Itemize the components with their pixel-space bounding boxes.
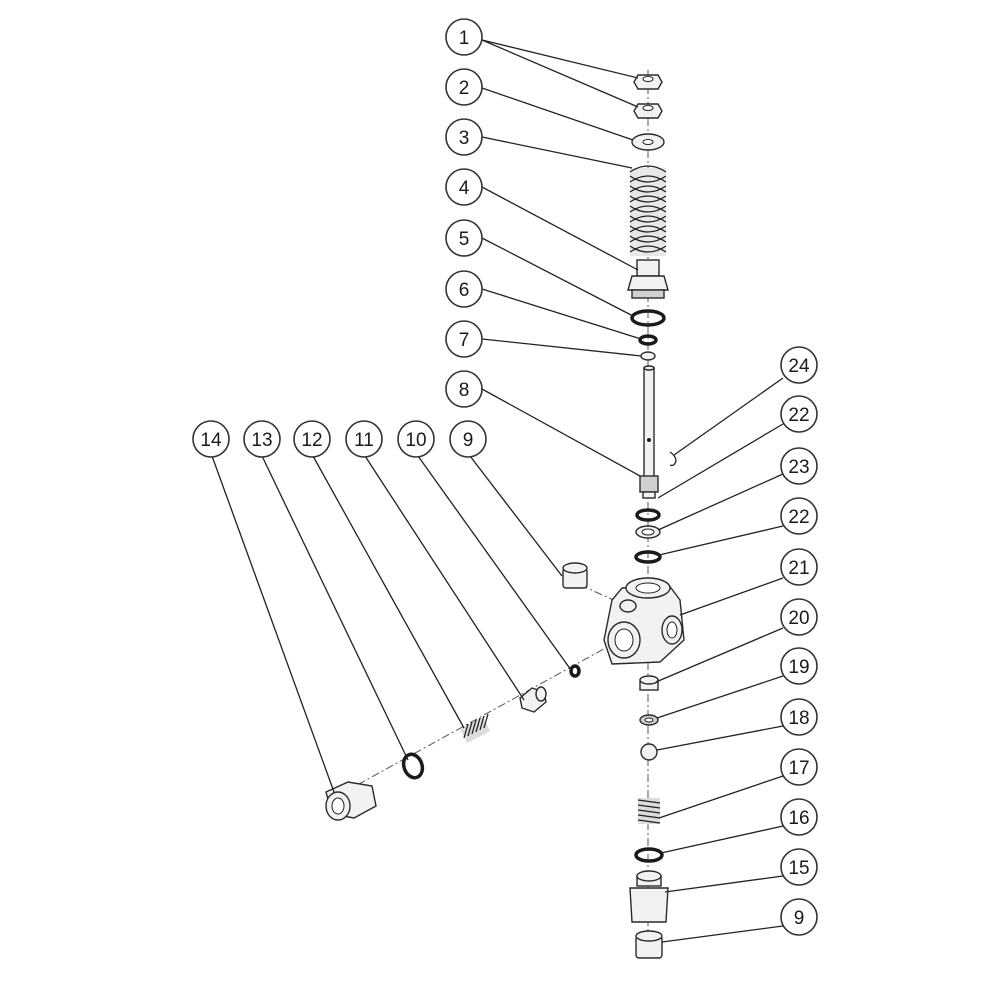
part-washer-lower [639,714,659,726]
svg-text:20: 20 [788,608,809,629]
callout-8: 8 [445,370,483,408]
svg-text:22: 22 [788,507,809,528]
part-ball [640,743,658,761]
svg-text:21: 21 [788,558,809,579]
part-seal [640,351,656,361]
part-spring [629,165,667,256]
callout-3: 3 [445,118,483,156]
callout-13: 13 [243,420,281,458]
svg-text:2: 2 [459,78,470,99]
callout-12: 12 [293,420,331,458]
part-spring-lower [637,798,661,824]
callout-22-lower: 22 [780,497,818,535]
part-small-o-ring [569,664,581,678]
callout-21: 21 [780,548,818,586]
callout-16: 16 [780,798,818,836]
part-adjusting-body [627,259,669,299]
callout-7: 7 [445,320,483,358]
part-o-ring-lower [634,847,664,863]
svg-text:22: 22 [788,405,809,426]
part-valve-body [603,577,685,665]
part-sleeve-left [562,562,588,589]
part-valve-spring [459,713,491,744]
part-backup-ring-lower [634,550,662,564]
callout-14: 14 [192,420,230,458]
svg-text:17: 17 [788,758,809,779]
callout-20: 20 [780,598,818,636]
svg-text:19: 19 [788,657,809,678]
svg-text:11: 11 [354,430,374,451]
svg-text:10: 10 [405,430,426,451]
center-axes [329,70,649,960]
svg-text:1: 1 [459,28,470,49]
svg-text:6: 6 [459,280,470,301]
callout-1: 1 [445,18,483,56]
callout-5: 5 [445,219,483,257]
svg-text:16: 16 [788,808,809,829]
callout-23: 23 [780,447,818,485]
part-small-ring [638,334,658,346]
svg-text:13: 13 [251,430,272,451]
part-o-ring [630,309,666,327]
svg-text:4: 4 [459,178,470,199]
svg-text:12: 12 [301,430,322,451]
svg-text:5: 5 [459,229,470,250]
part-o-ring-left [401,752,425,780]
svg-text:9: 9 [794,908,805,929]
svg-text:15: 15 [788,858,809,879]
callout-9-lower: 9 [780,898,818,936]
svg-text:9: 9 [463,430,474,451]
callout-24: 24 [780,346,818,384]
callout-6: 6 [445,270,483,308]
svg-text:8: 8 [459,380,470,401]
part-nut-lower [633,103,663,119]
svg-text:24: 24 [788,356,810,377]
part-cap-nut-left [325,781,377,821]
part-pin [669,451,677,467]
svg-text:7: 7 [459,330,470,351]
part-washer [631,133,665,151]
callout-18: 18 [780,698,818,736]
part-sleeve-lower [635,930,663,959]
callout-10: 10 [397,420,435,458]
callout-9-upper: 9 [449,420,487,458]
part-cap-nut-lower [629,870,669,923]
svg-text:3: 3 [459,128,470,149]
callout-15: 15 [780,848,818,886]
part-backup-ring-upper [635,508,661,522]
callout-17: 17 [780,748,818,786]
part-valve-seat [519,686,547,713]
part-seal-ring [635,525,661,539]
svg-text:23: 23 [788,457,809,478]
svg-text:14: 14 [200,430,222,451]
svg-text:18: 18 [788,708,809,729]
part-nut-upper [633,74,663,90]
part-seat-lower [639,675,659,691]
callout-2: 2 [445,68,483,106]
callout-11: 11 [345,420,383,458]
part-piston-rod [639,365,659,499]
callout-19: 19 [780,647,818,685]
callout-4: 4 [445,168,483,206]
callout-22-upper: 22 [780,395,818,433]
leader-lines [211,39,784,943]
